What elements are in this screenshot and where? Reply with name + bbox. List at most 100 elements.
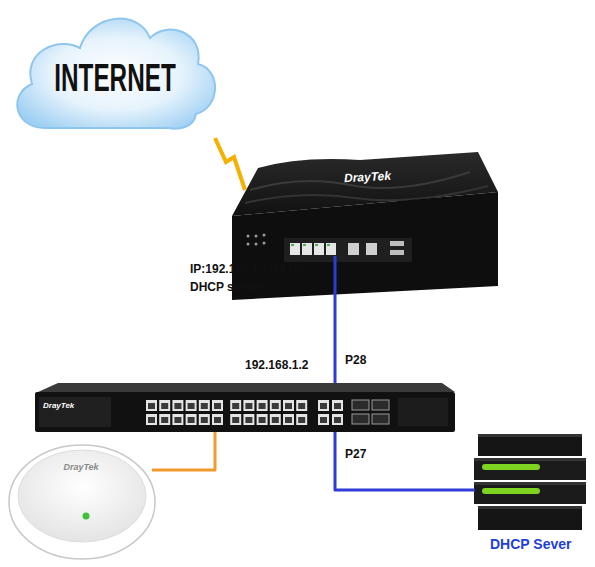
usb-port (390, 250, 404, 255)
port-frame (212, 400, 223, 411)
port-socket (232, 417, 239, 423)
server-device (474, 434, 586, 530)
cable-link (152, 432, 215, 470)
sfp-port (372, 414, 389, 424)
port-frame (230, 414, 241, 425)
switch-port (212, 414, 223, 425)
node-text: DHCP Sever (490, 536, 590, 552)
port-led (291, 244, 294, 246)
port-frame (296, 400, 307, 411)
switch-led-panel (398, 398, 448, 426)
port-socket (320, 417, 327, 423)
cable-link (334, 300, 337, 383)
port-socket (188, 417, 195, 423)
switch-port (270, 414, 281, 425)
switch-port (283, 400, 294, 411)
sfp-port (352, 400, 369, 410)
port-frame (199, 414, 210, 425)
port-socket (320, 403, 327, 409)
port-frame (212, 414, 223, 425)
node-text: DrayTek (10, 462, 152, 473)
cable-link (335, 432, 475, 490)
port-frame (257, 400, 268, 411)
switch-node: 192.168.1.2 (35, 383, 455, 432)
switch-port (159, 414, 170, 425)
server-edge (474, 482, 586, 485)
server-unit (478, 506, 582, 530)
switch-port (199, 400, 210, 411)
server-edge (478, 506, 582, 509)
lan-port (302, 243, 312, 255)
status-led (247, 243, 250, 246)
port-frame (332, 414, 343, 425)
port-led (315, 244, 318, 246)
port-socket (272, 417, 279, 423)
switch-port (283, 414, 294, 425)
access-point-node: DrayTek (10, 442, 152, 558)
switch-port (243, 400, 254, 411)
dhcp-server-node: DHCP Sever (475, 432, 585, 532)
status-led (263, 234, 266, 237)
switch-port (199, 414, 210, 425)
sfp-port (352, 414, 369, 424)
port-socket (201, 403, 208, 409)
switch-port (318, 414, 329, 425)
server-light (482, 488, 540, 494)
cable-stub (334, 256, 337, 300)
port-frame (159, 414, 170, 425)
access-point-device (9, 445, 155, 559)
router-device (232, 152, 498, 300)
sfp-port (372, 400, 389, 410)
port-frame (318, 400, 329, 411)
port-frame (186, 400, 197, 411)
port-socket (334, 403, 341, 409)
port-frame (146, 400, 157, 411)
port-frame (199, 400, 210, 411)
router-front (232, 192, 498, 300)
ap-body (9, 445, 155, 559)
switch-port (318, 400, 329, 411)
lan-port (290, 243, 300, 255)
wireless-link (215, 138, 245, 190)
switch-ports (146, 400, 343, 425)
port-socket (214, 403, 221, 409)
usb-port (390, 241, 404, 246)
switch-logo: DrayTek (43, 401, 74, 410)
port-socket (298, 403, 305, 409)
lan-port (326, 243, 336, 255)
switch-port (230, 414, 241, 425)
port-socket (272, 403, 279, 409)
switch-top (38, 383, 455, 392)
wan-port (348, 243, 359, 255)
wan-port (366, 243, 377, 255)
switch-port (332, 414, 343, 425)
switch-front (35, 392, 455, 432)
port-frame (270, 400, 281, 411)
port-socket (334, 417, 341, 423)
port-label: P28 (345, 352, 366, 368)
port-socket (188, 403, 195, 409)
port-frame (159, 400, 170, 411)
switch-port (332, 400, 343, 411)
port-socket (285, 417, 292, 423)
port-label: P27 (345, 446, 366, 462)
port-socket (298, 417, 305, 423)
port-frame (332, 400, 343, 411)
port-frame (257, 414, 268, 425)
switch-port (186, 400, 197, 411)
port-frame (283, 414, 294, 425)
port-frame (318, 414, 329, 425)
port-socket (259, 417, 266, 423)
switch-port (172, 414, 183, 425)
internet-cloud (17, 19, 215, 129)
router-node: IP:192.168.1.1/24 tắt DHCP server (230, 190, 500, 300)
port-socket (245, 417, 252, 423)
internet-cloud-node: INTERNET (15, 0, 215, 138)
status-led (263, 242, 266, 245)
port-frame (172, 400, 183, 411)
status-led (247, 235, 250, 238)
switch-port (257, 400, 268, 411)
router-logo: DrayTek (344, 169, 392, 185)
switch-device (35, 383, 455, 432)
node-text: 192.168.1.2 (245, 357, 335, 373)
